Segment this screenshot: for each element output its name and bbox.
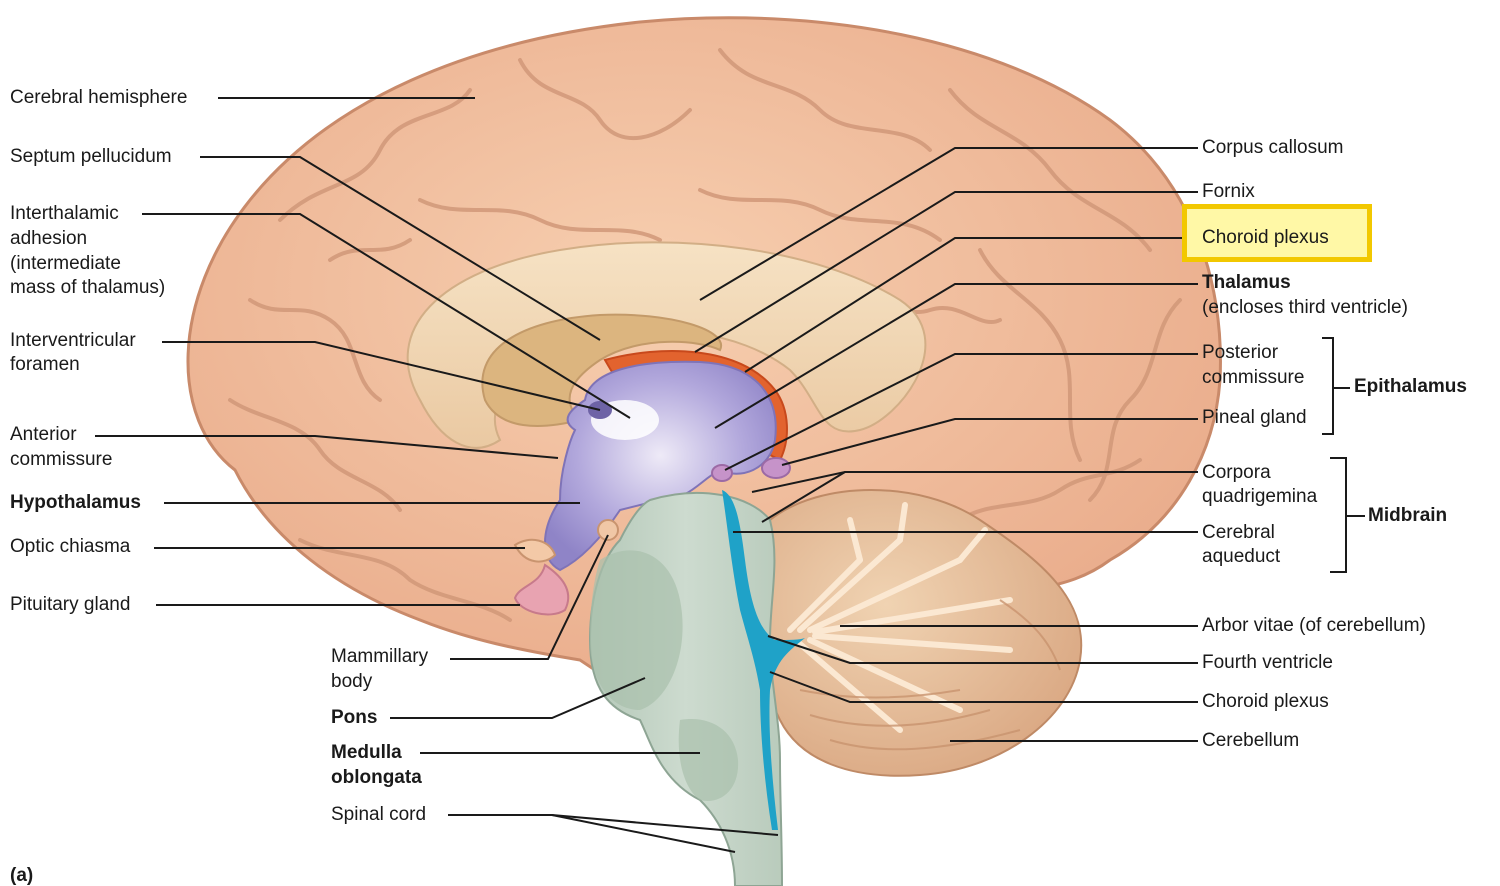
label-fornix: Fornix — [1202, 181, 1255, 202]
label-interthalamic-line1: Interthalamic — [10, 203, 119, 224]
label-interthalamic-line3: (intermediate — [10, 253, 121, 274]
label-interventricular-line1: Interventricular — [10, 330, 136, 351]
label-choroid-plexus-lower: Choroid plexus — [1202, 691, 1329, 712]
label-epithalamus: Epithalamus — [1354, 376, 1467, 397]
mammillary-body-shape — [597, 519, 619, 541]
label-posterior-commissure-line1: Posterior — [1202, 342, 1279, 363]
panel-letter: (a) — [10, 865, 34, 886]
label-mammillary-line2: body — [331, 671, 373, 692]
label-pons: Pons — [331, 707, 378, 728]
label-mammillary-line1: Mammillary — [331, 646, 429, 667]
pons-shape — [590, 550, 683, 710]
label-cerebral-aqueduct-line2: aqueduct — [1202, 546, 1281, 567]
pineal-gland-shape — [761, 457, 791, 479]
label-interthalamic-line4: mass of thalamus) — [10, 277, 166, 298]
arbor-vitae-lines — [787, 502, 1013, 733]
label-anterior-commissure-line1: Anterior — [10, 424, 77, 445]
label-corpora-line2: quadrigemina — [1202, 486, 1318, 507]
label-corpus-callosum: Corpus callosum — [1202, 137, 1344, 158]
label-anterior-commissure-line2: commissure — [10, 449, 113, 470]
label-septum-pellucidum: Septum pellucidum — [10, 146, 172, 167]
medulla-shape — [678, 719, 739, 801]
label-posterior-commissure-line2: commissure — [1202, 367, 1305, 388]
label-interthalamic-line2: adhesion — [10, 228, 88, 249]
label-cerebellum: Cerebellum — [1202, 730, 1300, 751]
label-cerebral-aqueduct-line1: Cerebral — [1202, 522, 1275, 543]
label-choroid-plexus-highlighted: Choroid plexus — [1202, 227, 1329, 248]
label-hypothalamus: Hypothalamus — [10, 492, 141, 513]
label-corpora-line1: Corpora — [1202, 462, 1271, 483]
label-medulla-line2: oblongata — [331, 767, 422, 788]
label-cerebral-hemisphere: Cerebral hemisphere — [10, 87, 188, 108]
label-pituitary-gland: Pituitary gland — [10, 594, 131, 615]
cerebral-aqueduct-shape — [722, 490, 805, 830]
label-spinal-cord: Spinal cord — [331, 804, 427, 825]
leader-lines — [95, 97, 1365, 853]
label-thalamus-note: (encloses third ventricle) — [1202, 297, 1408, 318]
label-midbrain: Midbrain — [1368, 505, 1448, 526]
pituitary-gland-shape — [513, 563, 570, 616]
label-interventricular-line2: foramen — [10, 354, 80, 375]
label-optic-chiasma: Optic chiasma — [10, 536, 131, 557]
optic-chiasma-shape — [513, 538, 557, 563]
label-thalamus: Thalamus — [1202, 272, 1291, 293]
highlight-box — [1182, 204, 1372, 262]
label-medulla-line1: Medulla — [331, 742, 402, 763]
cerebellum-folia — [799, 599, 1061, 751]
label-arbor-vitae: Arbor vitae (of cerebellum) — [1202, 615, 1426, 636]
label-pineal-gland: Pineal gland — [1202, 407, 1307, 428]
label-fourth-ventricle: Fourth ventricle — [1202, 652, 1333, 673]
